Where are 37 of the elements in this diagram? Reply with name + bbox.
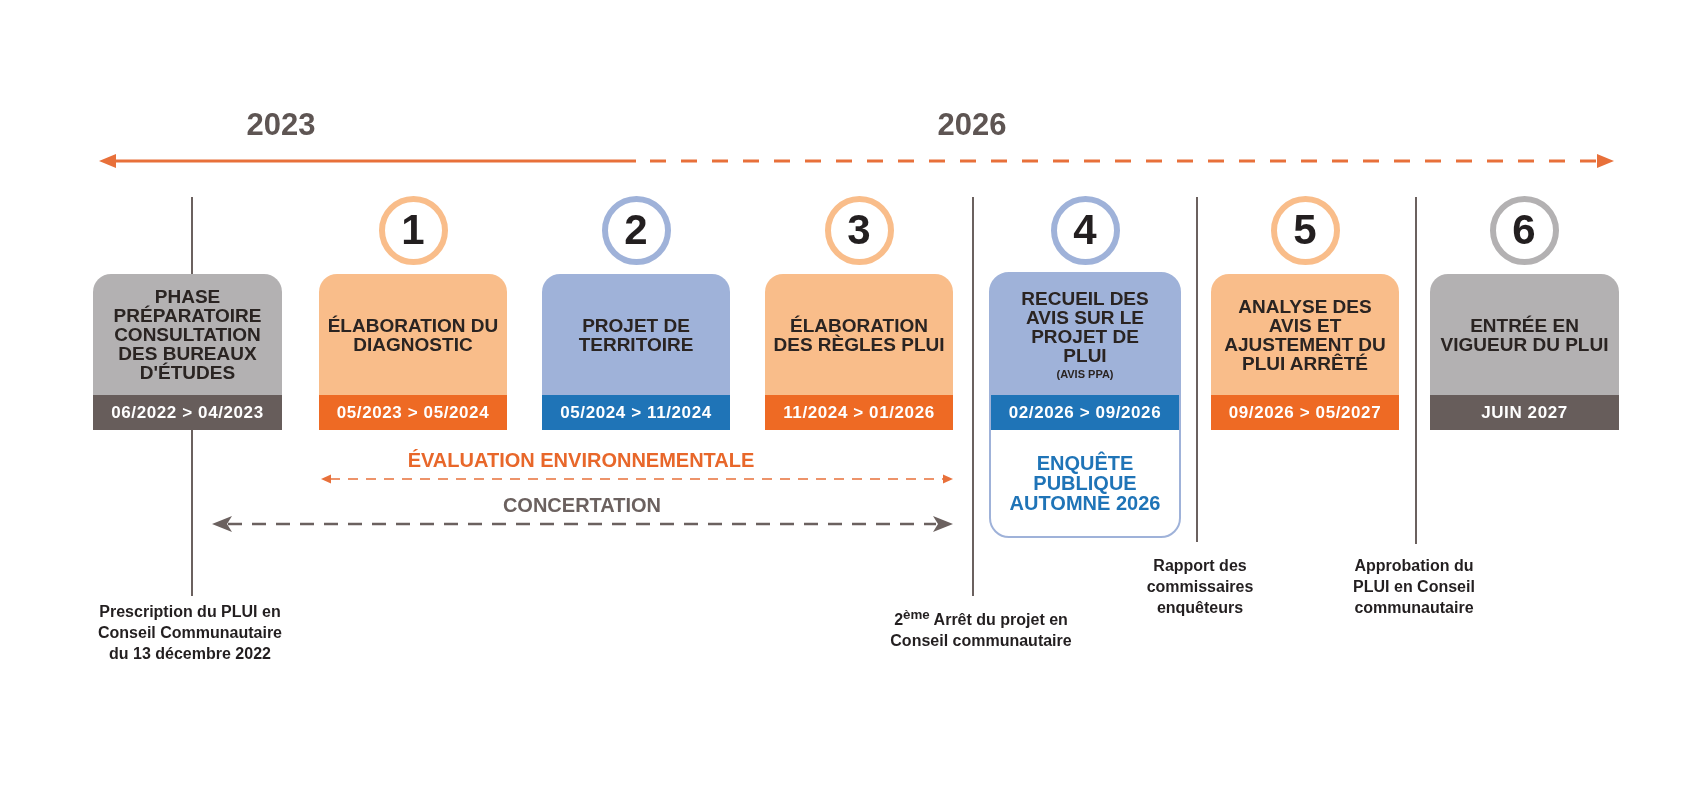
phase-card [542, 274, 730, 430]
milestone-note: Prescription du PLUI en Conseil Communautaire du 13 décembre 2022 [97, 602, 283, 664]
date-range: 05/2023 > 05/2024 [319, 395, 507, 430]
phase-title: ENTRÉE EN VIGUEUR DU PLUI [1439, 315, 1610, 354]
date-range: 02/2026 > 09/2026 [991, 395, 1179, 430]
phase-card [93, 274, 282, 430]
step-number: 1 [401, 209, 425, 251]
phase-card [765, 274, 953, 430]
date-range: JUIN 2027 [1430, 395, 1619, 430]
step-number: 5 [1293, 209, 1317, 251]
inquiry-note: ENQUÊTE PUBLIQUE AUTOMNE 2026 [1008, 453, 1162, 513]
date-range: 09/2026 > 05/2027 [1211, 395, 1399, 430]
phase-title: ÉLABORATION DES RÈGLES PLUI [773, 315, 945, 354]
date-range: 11/2024 > 01/2026 [765, 395, 953, 430]
phase-card [319, 274, 507, 430]
step-number: 4 [1073, 209, 1097, 251]
step-number: 3 [847, 209, 871, 251]
step-number: 2 [624, 209, 648, 251]
date-range: 05/2024 > 11/2024 [542, 395, 730, 430]
phase-note: (AVIS PPA) [1056, 367, 1114, 381]
phase-card [1430, 274, 1619, 430]
year-label: 2023 [246, 108, 316, 142]
milestone-note: 2$^{ème}$ Arrêt du projet en Conseil communautaire [889, 606, 1073, 652]
phase-title: PROJET DE TERRITOIRE [577, 315, 695, 354]
milestone-note: Approbation du PLUI en Conseil communautaire [1352, 556, 1476, 618]
span-label: CONCERTATION [502, 493, 662, 517]
phase-card [1211, 274, 1399, 430]
span-label: ÉVALUATION ENVIRONNEMENTALE [407, 448, 755, 472]
year-label: 2026 [937, 108, 1007, 142]
phase-title: PHASE PRÉPARATOIRE CONSULTATION DES BUREAUX D'ÉTUDES [112, 287, 263, 382]
phase-title: RECUEIL DES AVIS SUR LE PROJET DE PLUI [1020, 288, 1150, 365]
phase-title: ÉLABORATION DU DIAGNOSTIC [327, 315, 499, 354]
date-range: 06/2022 > 04/2023 [93, 395, 282, 430]
phase-title: ANALYSE DES AVIS ET AJUSTEMENT DU PLUI ARRÊTÉ [1223, 296, 1387, 373]
phase-card [989, 272, 1181, 538]
milestone-note: Rapport des commissaires enquêteurs [1145, 556, 1255, 618]
step-number: 6 [1512, 209, 1536, 251]
